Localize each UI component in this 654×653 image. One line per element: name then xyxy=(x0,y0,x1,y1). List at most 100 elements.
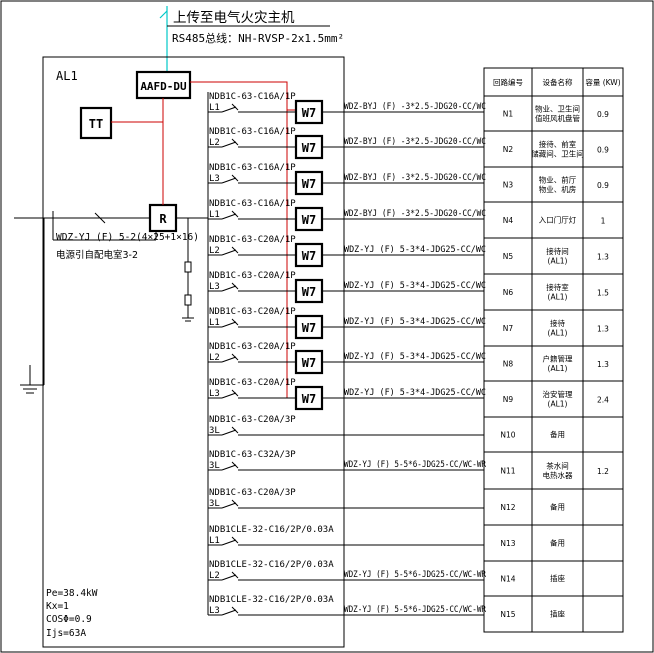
aafd-du-label: AAFD-DU xyxy=(140,80,187,93)
summary-ijs: Ijs=63A xyxy=(46,628,86,639)
capacity-kw: 1.3 xyxy=(597,253,609,262)
phase-label: L1 xyxy=(209,318,220,328)
monitor-label: W7 xyxy=(302,213,316,227)
summary-cos: COSΦ=0.9 xyxy=(46,614,92,625)
circuit-id: N13 xyxy=(500,539,515,548)
incoming-cable-spec: WDZ-YJ (F) 5-2(4×25+1×16) xyxy=(56,232,199,243)
capacity-kw: 1.3 xyxy=(597,325,609,334)
tt-label: TT xyxy=(89,117,103,131)
breaker-contact xyxy=(221,609,237,616)
breaker-mark xyxy=(231,174,239,182)
circuit-id: N10 xyxy=(500,430,515,439)
breaker-mark xyxy=(231,282,239,290)
monitor-label: W7 xyxy=(302,141,316,155)
cable-spec: WDZ-YJ (F) 5-3*4-JDG25-CC/WC xyxy=(344,388,486,398)
cable-spec: WDZ-YJ (F) 5-5*6-JDG25-CC/WC-WR xyxy=(344,605,487,615)
breaker-model: NDB1C-63-C20A/1P xyxy=(209,378,296,388)
header-capacity: 容量 (KW) xyxy=(585,77,620,87)
device-name: 户籍管理 xyxy=(543,353,573,363)
cable-spec: WDZ-YJ (F) 5-3*4-JDG25-CC/WC xyxy=(344,281,486,291)
phase-label: L2 xyxy=(209,353,220,363)
breaker-mark xyxy=(231,606,239,614)
device-name: 接待室 xyxy=(546,282,569,292)
device-name: 治安管理 xyxy=(543,389,573,399)
capacity-kw: 0.9 xyxy=(597,110,609,119)
circuit-id: N9 xyxy=(503,395,514,404)
circuit-id: N12 xyxy=(500,503,515,512)
phase-label: L3 xyxy=(209,606,220,616)
breaker-model: NDB1C-63-C16A/1P xyxy=(209,163,296,173)
bus-spec: RS485总线：NH-RVSP-2x1.5mm² xyxy=(172,31,344,45)
phase-label: L1 xyxy=(209,210,220,220)
breaker-contact xyxy=(221,285,237,292)
device-name: (AL1) xyxy=(548,328,568,337)
breaker-contact xyxy=(221,249,237,256)
device-name: 入口门厅灯 xyxy=(539,215,577,225)
phase-label: L3 xyxy=(209,389,220,399)
bus-arrow-tick xyxy=(159,10,168,19)
breaker-contact xyxy=(221,429,237,436)
cable-spec: WDZ-BYJ (F) -3*2.5-JDG20-CC/WC xyxy=(344,173,486,183)
breaker-contact xyxy=(221,141,237,148)
breaker-mark xyxy=(231,571,239,579)
breaker-mark xyxy=(231,461,239,469)
monitor-label: W7 xyxy=(302,177,316,191)
upload-title: 上传至电气火灾主机 xyxy=(173,9,295,26)
breaker-contact xyxy=(221,464,237,471)
circuit-id: N8 xyxy=(503,359,514,368)
breaker-mark xyxy=(231,138,239,146)
capacity-kw: 1.3 xyxy=(597,360,609,369)
breaker-contact xyxy=(221,177,237,184)
device-name: 备用 xyxy=(550,538,565,548)
breaker-model: NDB1CLE-32-C16/2P/0.03A xyxy=(209,560,334,570)
device-name: 备用 xyxy=(550,429,565,439)
device-name: 备用 xyxy=(550,502,565,512)
r-label: R xyxy=(159,212,167,226)
incoming-source: 电源引自配电室3-2 xyxy=(56,249,138,261)
device-name: 物业、卫生间 xyxy=(535,103,580,113)
breaker-model: NDB1C-63-C20A/1P xyxy=(209,307,296,317)
cable-spec: WDZ-YJ (F) 5-5*6-JDG25-CC/WC-WR xyxy=(344,460,487,470)
panel-enclosure xyxy=(42,56,345,648)
summary-kx: Kx=1 xyxy=(46,601,69,612)
device-name: 储藏间、卫生间 xyxy=(531,148,584,158)
phase-label: 3L xyxy=(209,499,220,509)
tt-box[interactable] xyxy=(79,106,113,140)
circuit-id: N2 xyxy=(503,145,514,154)
cable-spec: WDZ-YJ (F) 5-3*4-JDG25-CC/WC xyxy=(344,317,486,327)
breaker-model: NDB1C-63-C16A/1P xyxy=(209,92,296,102)
phase-label: L1 xyxy=(209,536,220,546)
device-name: 插座 xyxy=(550,609,565,619)
cable-spec: WDZ-BYJ (F) -3*2.5-JDG20-CC/WC xyxy=(344,209,486,219)
cable-spec: WDZ-YJ (F) 5-5*6-JDG25-CC/WC-WR xyxy=(344,570,487,580)
device-name: 插座 xyxy=(550,573,565,583)
breaker-contact xyxy=(221,213,237,220)
breaker-contact xyxy=(221,392,237,399)
breaker-model: NDB1C-63-C20A/1P xyxy=(209,342,296,352)
breaker-mark xyxy=(231,499,239,507)
breaker-contact xyxy=(221,502,237,509)
phase-label: L2 xyxy=(209,246,220,256)
breaker-model: NDB1CLE-32-C16/2P/0.03A xyxy=(209,525,334,535)
breaker-model: NDB1CLE-32-C16/2P/0.03A xyxy=(209,595,334,605)
device-name: 物业、前厅 xyxy=(539,174,577,184)
phase-label: L1 xyxy=(209,103,220,113)
header-device-name: 设备名称 xyxy=(543,77,573,87)
circuit-id: N1 xyxy=(503,109,514,118)
capacity-kw: 1.2 xyxy=(597,467,609,476)
phase-label: L3 xyxy=(209,174,220,184)
device-name: 物业、机房 xyxy=(539,184,577,194)
cable-spec: WDZ-BYJ (F) -3*2.5-JDG20-CC/WC xyxy=(344,102,486,112)
monitor-label: W7 xyxy=(302,106,316,120)
breaker-mark xyxy=(231,210,239,218)
